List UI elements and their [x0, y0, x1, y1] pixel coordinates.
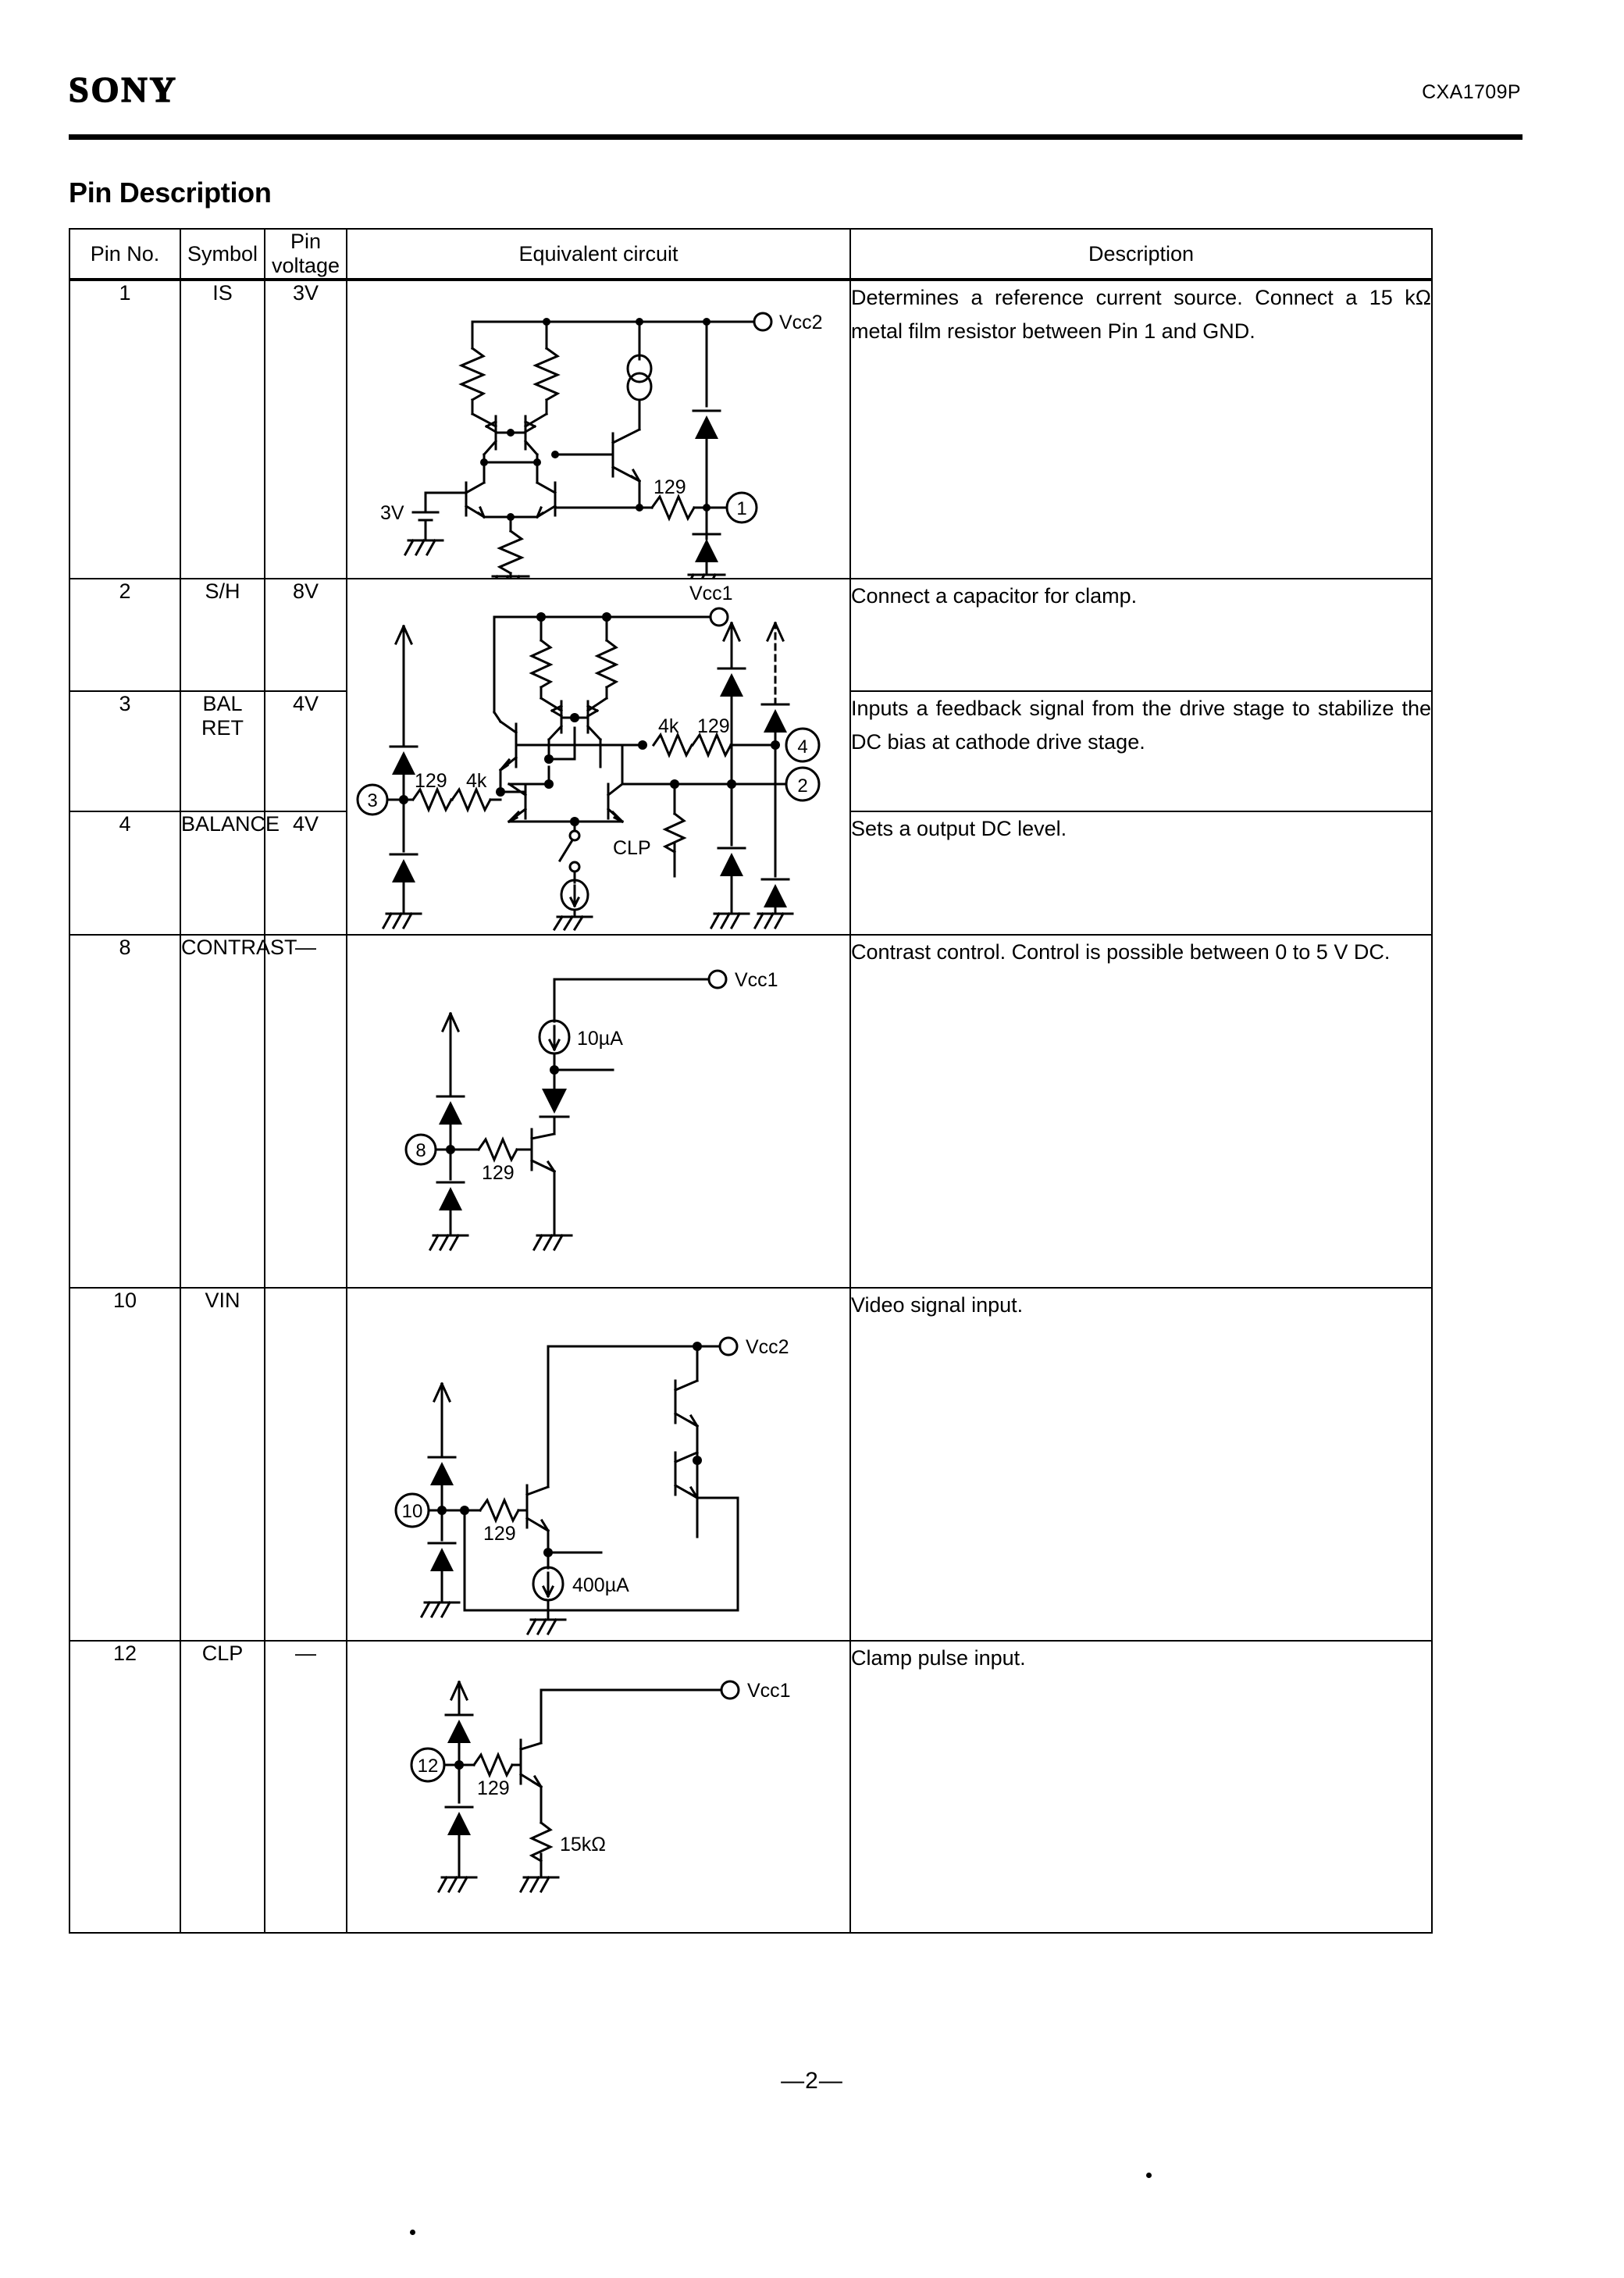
table-row: 4 BALANCE 4V Sets a output DC level.: [69, 811, 1433, 936]
ground-symbol: [518, 1875, 560, 1894]
cell-pin-no: 3: [69, 690, 181, 812]
table-row: 3 BAL RET 4V Inputs a feedback signal fr…: [69, 690, 1433, 812]
circuit-label-129: 129: [482, 1162, 515, 1184]
ground-symbol: [709, 911, 750, 930]
cell-equivalent-circuit: Vcc2: [346, 279, 851, 579]
cell-equivalent-circuit: Vcc2: [346, 1287, 851, 1642]
cell-description: Sets a output DC level.: [849, 811, 1433, 936]
page-header: SONY CXA1709P: [68, 69, 1521, 136]
table-row: 1 IS 3V Vcc2: [69, 279, 1433, 579]
circuit-diagram-pin12: Vcc1 15kΩ: [347, 1642, 849, 1932]
pin-description-table: Pin No. Symbol Pin voltage Equivalent ci…: [69, 228, 1433, 1934]
cell-description: Connect a capacitor for clamp.: [849, 578, 1433, 692]
page-number: —2—: [781, 2068, 843, 2094]
sony-logo: SONY: [68, 69, 178, 110]
circuit-label-vcc1: Vcc1: [735, 969, 778, 991]
cell-equivalent-circuit: Vcc1 15kΩ: [346, 1640, 851, 1934]
ground-symbol: [491, 574, 530, 578]
cell-equivalent-circuit: Vcc1: [346, 578, 851, 936]
circuit-label-vcc2: Vcc2: [779, 312, 823, 333]
ground-symbol: [753, 911, 794, 930]
circuit-label-129: 129: [477, 1777, 510, 1799]
circuit-diagram-pin234: Vcc1: [347, 579, 849, 931]
scan-artifact-dot-left: [410, 2230, 415, 2235]
column-header-description: Description: [849, 228, 1433, 281]
page-title: Pin Description: [69, 176, 272, 209]
circuit-label-129: 129: [483, 1523, 516, 1545]
cell-pin-voltage: —: [264, 1640, 347, 1934]
ground-symbol: [525, 1617, 567, 1636]
cell-pin-voltage: 8V: [264, 578, 347, 692]
cell-pin-no: 8: [69, 934, 181, 1289]
cell-pin-voltage: —: [264, 934, 347, 1289]
cell-symbol: VIN: [180, 1287, 265, 1642]
ground-symbol: [381, 911, 422, 930]
circuit-diagram-pin8: Vcc1 10µA: [347, 936, 849, 1287]
column-header-pin-no: Pin No.: [69, 228, 181, 281]
cell-description: Clamp pulse input.: [849, 1640, 1433, 1934]
circuit-label-clp: CLP: [613, 837, 651, 859]
cell-description: Inputs a feedback signal from the drive …: [849, 690, 1433, 812]
column-header-pin-voltage: Pin voltage: [264, 228, 347, 281]
cell-pin-voltage: 4V: [264, 690, 347, 812]
circuit-label-vcc1: Vcc1: [689, 583, 733, 604]
cell-symbol: BALANCE: [180, 811, 280, 936]
cell-symbol: IS: [180, 279, 265, 579]
cell-pin-no: 4: [69, 811, 181, 936]
circuit-label-4k-right: 4k: [658, 715, 679, 737]
table-row: 2 S/H 8V Vcc1: [69, 578, 1433, 936]
circuit-label-current: 10µA: [577, 1028, 623, 1050]
cell-pin-no: 2: [69, 578, 181, 692]
ground-symbol: [419, 1600, 461, 1619]
ground-symbol: [428, 1233, 469, 1252]
column-header-equivalent-circuit: Equivalent circuit: [346, 228, 851, 281]
table-row: 8 CONTRAST — Vcc1: [69, 934, 1433, 1289]
ground-symbol: [552, 914, 593, 931]
cell-pin-voltage: 3V: [264, 279, 347, 579]
cell-pin-no: 1: [69, 279, 181, 579]
ground-symbol: [403, 538, 444, 557]
circuit-pin-number: 1: [736, 498, 746, 519]
cell-description: Contrast control. Control is possible be…: [849, 934, 1433, 1289]
cell-symbol: S/H: [180, 578, 265, 692]
cell-description: Determines a reference current source. C…: [849, 279, 1433, 579]
circuit-pin-number: 8: [415, 1140, 426, 1161]
ground-symbol: [687, 572, 726, 578]
cell-pin-voltage: 4V: [264, 811, 347, 936]
circuit-pin-number: 10: [402, 1501, 423, 1522]
circuit-diagram-pin1: Vcc2: [347, 281, 849, 578]
circuit-label-129: 129: [654, 476, 686, 498]
scan-artifact-dot-right: [1146, 2173, 1152, 2178]
ground-symbol: [436, 1875, 478, 1894]
ground-symbol: [532, 1233, 573, 1252]
circuit-label-3v: 3V: [380, 502, 404, 524]
circuit-diagram-pin10: Vcc2: [347, 1289, 849, 1640]
cell-pin-no: 12: [69, 1640, 181, 1934]
part-number: CXA1709P: [1422, 81, 1521, 103]
table-row: 10 VIN Vcc2: [69, 1287, 1433, 1642]
cell-pin-no: 10: [69, 1287, 181, 1642]
header-divider: [69, 134, 1522, 140]
table-row: 12 CLP — Vcc1: [69, 1640, 1433, 1934]
cell-symbol: BAL RET: [180, 690, 265, 812]
circuit-label-vcc2: Vcc2: [746, 1336, 789, 1358]
cell-symbol: CLP: [180, 1640, 265, 1934]
table-header-row: Pin No. Symbol Pin voltage Equivalent ci…: [69, 228, 1433, 281]
cell-description: Video signal input.: [849, 1287, 1433, 1642]
cell-symbol: CONTRAST: [180, 934, 297, 1289]
cell-equivalent-circuit: Vcc1 10µA: [346, 934, 851, 1289]
circuit-pin-number-2: 2: [797, 775, 807, 797]
column-header-symbol: Symbol: [180, 228, 265, 281]
circuit-label-129-right: 129: [697, 715, 730, 737]
circuit-pin-number: 12: [418, 1756, 439, 1777]
circuit-label-current: 400µA: [572, 1574, 629, 1596]
circuit-label-vcc1: Vcc1: [747, 1680, 791, 1702]
circuit-pin-number-4: 4: [797, 736, 807, 758]
circuit-pin-number-3: 3: [367, 790, 377, 811]
cell-pin-voltage: [264, 1287, 347, 1642]
circuit-label-15k: 15kΩ: [560, 1834, 606, 1856]
